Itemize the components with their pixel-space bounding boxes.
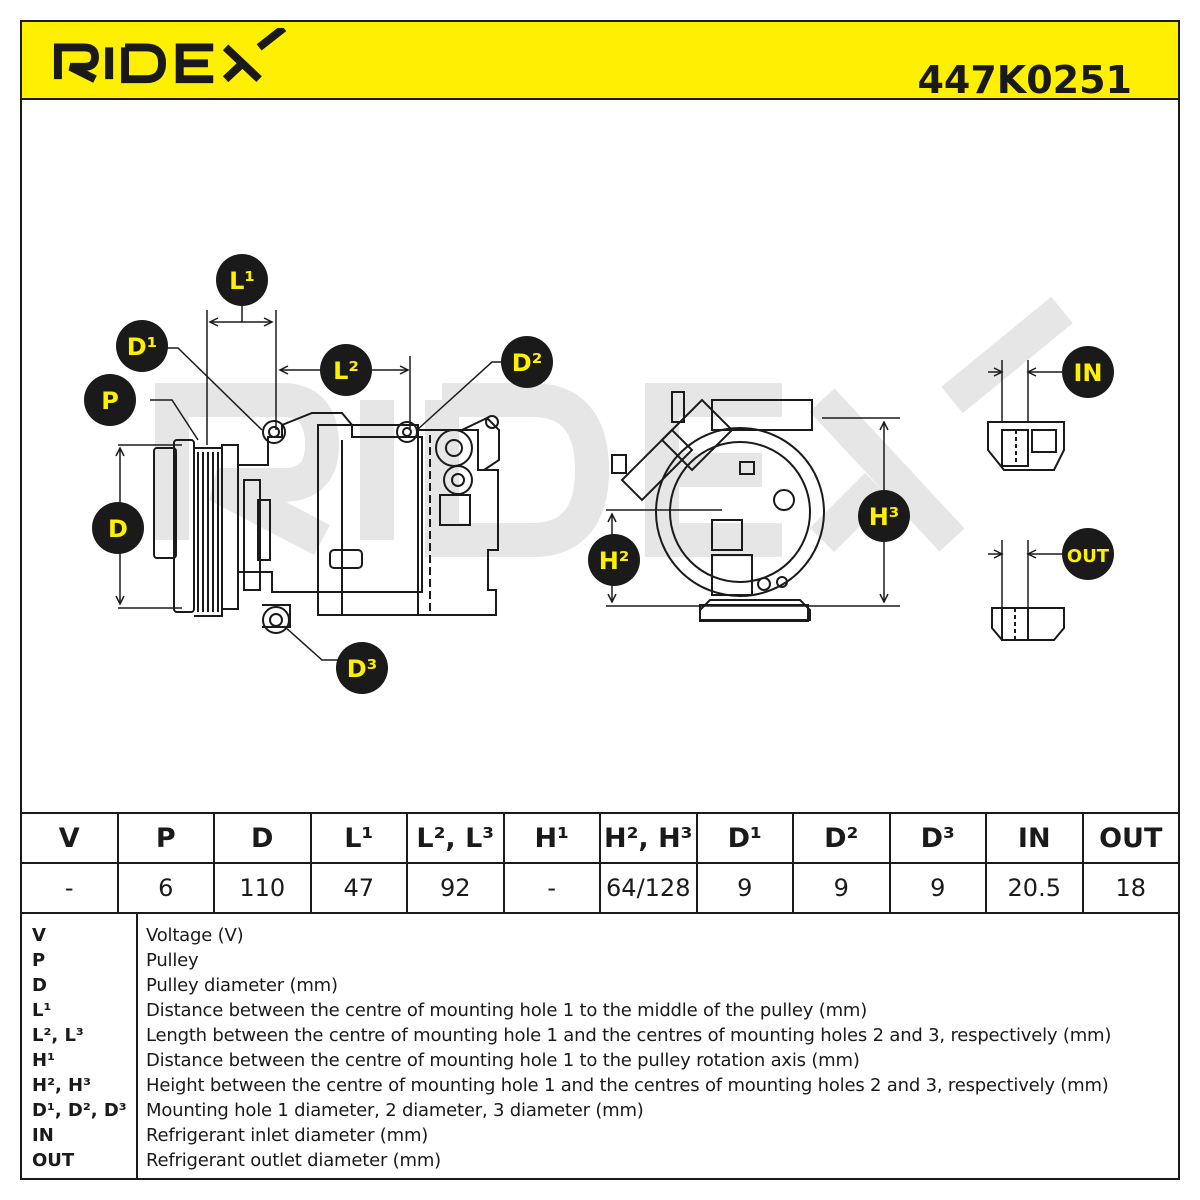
legend-row: P Pulley xyxy=(22,948,1178,973)
label-OUT: OUT xyxy=(1062,528,1114,580)
label-L1: L¹ xyxy=(216,254,268,306)
spec-header: D xyxy=(213,812,312,864)
legend-key: OUT xyxy=(32,1150,75,1171)
svg-text:L²: L² xyxy=(333,357,359,385)
spec-header: D¹ xyxy=(695,812,794,864)
svg-text:D: D xyxy=(108,515,128,543)
dimension-lines-out xyxy=(988,540,1062,608)
svg-text:P: P xyxy=(101,387,119,415)
label-IN: IN xyxy=(1062,346,1114,398)
spec-header: V xyxy=(20,812,119,864)
legend-key: D xyxy=(32,975,47,996)
legend-desc: Voltage (V) xyxy=(146,925,244,946)
legend-row: D¹, D², D³ Mounting hole 1 diameter, 2 d… xyxy=(22,1098,1178,1123)
svg-text:H³: H³ xyxy=(869,503,900,531)
label-P: P xyxy=(84,374,136,426)
spec-table-header-row: V P D L¹ L², L³ H¹ H², H³ D¹ D² D³ IN OU… xyxy=(20,812,1180,864)
spec-header: IN xyxy=(985,812,1084,864)
spec-value: 64/128 xyxy=(599,862,698,914)
compressor-front-view xyxy=(611,391,825,622)
spec-value: - xyxy=(502,862,601,914)
spec-value: 20.5 xyxy=(985,862,1084,914)
legend-row: H¹ Distance between the centre of mounti… xyxy=(22,1048,1178,1073)
legend-row: D Pulley diameter (mm) xyxy=(22,973,1178,998)
outlet-fitting xyxy=(991,607,1065,641)
legend-key: D¹, D², D³ xyxy=(32,1100,127,1121)
legend-key: L¹ xyxy=(32,1000,52,1021)
svg-text:D²: D² xyxy=(512,349,542,377)
legend-divider xyxy=(136,912,138,1178)
spec-header: P xyxy=(116,812,215,864)
dimension-lines-in xyxy=(988,360,1062,422)
spec-header: D² xyxy=(792,812,891,864)
ridex-logo xyxy=(53,28,287,84)
label-D1: D¹ xyxy=(116,320,168,372)
spec-header: D³ xyxy=(888,812,987,864)
part-number: 447K0251 xyxy=(917,58,1132,102)
spec-table-value-row: - 6 110 47 92 - 64/128 9 9 9 20.5 18 xyxy=(20,862,1180,914)
legend: V Voltage (V) P Pulley D Pulley diameter… xyxy=(20,912,1180,1180)
legend-row: IN Refrigerant inlet diameter (mm) xyxy=(22,1123,1178,1148)
legend-key: V xyxy=(32,925,46,946)
legend-desc: Height between the centre of mounting ho… xyxy=(146,1075,1109,1096)
svg-text:L¹: L¹ xyxy=(229,267,255,295)
svg-text:D³: D³ xyxy=(347,655,377,683)
spec-table: V P D L¹ L², L³ H¹ H², H³ D¹ D² D³ IN OU… xyxy=(20,812,1180,914)
spec-value: 18 xyxy=(1081,862,1180,914)
label-H2: H² xyxy=(588,534,640,586)
label-D2: D² xyxy=(501,336,553,388)
compressor-side-view xyxy=(153,412,500,634)
legend-row: L², L³ Length between the centre of moun… xyxy=(22,1023,1178,1048)
legend-key: P xyxy=(32,950,46,971)
spec-header: OUT xyxy=(1081,812,1180,864)
legend-desc: Distance between the centre of mounting … xyxy=(146,1050,860,1071)
legend-desc: Mounting hole 1 diameter, 2 diameter, 3 … xyxy=(146,1100,644,1121)
spec-value: 92 xyxy=(406,862,505,914)
legend-row: L¹ Distance between the centre of mounti… xyxy=(22,998,1178,1023)
label-D3: D³ xyxy=(336,642,388,694)
inlet-fitting xyxy=(987,421,1065,471)
legend-key: IN xyxy=(32,1125,54,1146)
spec-header: L², L³ xyxy=(406,812,505,864)
svg-text:OUT: OUT xyxy=(1067,546,1110,567)
legend-desc: Distance between the centre of mounting … xyxy=(146,1000,868,1021)
spec-value: 9 xyxy=(792,862,891,914)
legend-desc: Refrigerant inlet diameter (mm) xyxy=(146,1125,429,1146)
spec-value: 110 xyxy=(213,862,312,914)
legend-key: L², L³ xyxy=(32,1025,84,1046)
svg-text:H²: H² xyxy=(599,547,630,575)
legend-desc: Refrigerant outlet diameter (mm) xyxy=(146,1150,441,1171)
legend-row: H², H³ Height between the centre of moun… xyxy=(22,1073,1178,1098)
legend-row: OUT Refrigerant outlet diameter (mm) xyxy=(22,1148,1178,1173)
legend-desc: Pulley diameter (mm) xyxy=(146,975,338,996)
svg-text:D¹: D¹ xyxy=(127,333,157,361)
watermark-logo xyxy=(155,296,1073,557)
svg-text:IN: IN xyxy=(1073,359,1102,387)
legend-desc: Length between the centre of mounting ho… xyxy=(146,1025,1112,1046)
legend-desc: Pulley xyxy=(146,950,199,971)
header-bar: 447K0251 xyxy=(20,20,1180,102)
spec-header: L¹ xyxy=(309,812,408,864)
technical-drawing: L¹ D¹ P D L² D² D³ xyxy=(84,254,1114,694)
spec-value: 6 xyxy=(116,862,215,914)
legend-key: H¹ xyxy=(32,1050,55,1071)
label-D: D xyxy=(92,502,144,554)
legend-key: H², H³ xyxy=(32,1075,92,1096)
spec-value: - xyxy=(20,862,119,914)
spec-header: H¹ xyxy=(502,812,601,864)
label-L2: L² xyxy=(320,344,372,396)
legend-row: V Voltage (V) xyxy=(22,923,1178,948)
label-H3: H³ xyxy=(858,490,910,542)
spec-value: 9 xyxy=(888,862,987,914)
spec-value: 9 xyxy=(695,862,794,914)
spec-value: 47 xyxy=(309,862,408,914)
spec-header: H², H³ xyxy=(599,812,698,864)
